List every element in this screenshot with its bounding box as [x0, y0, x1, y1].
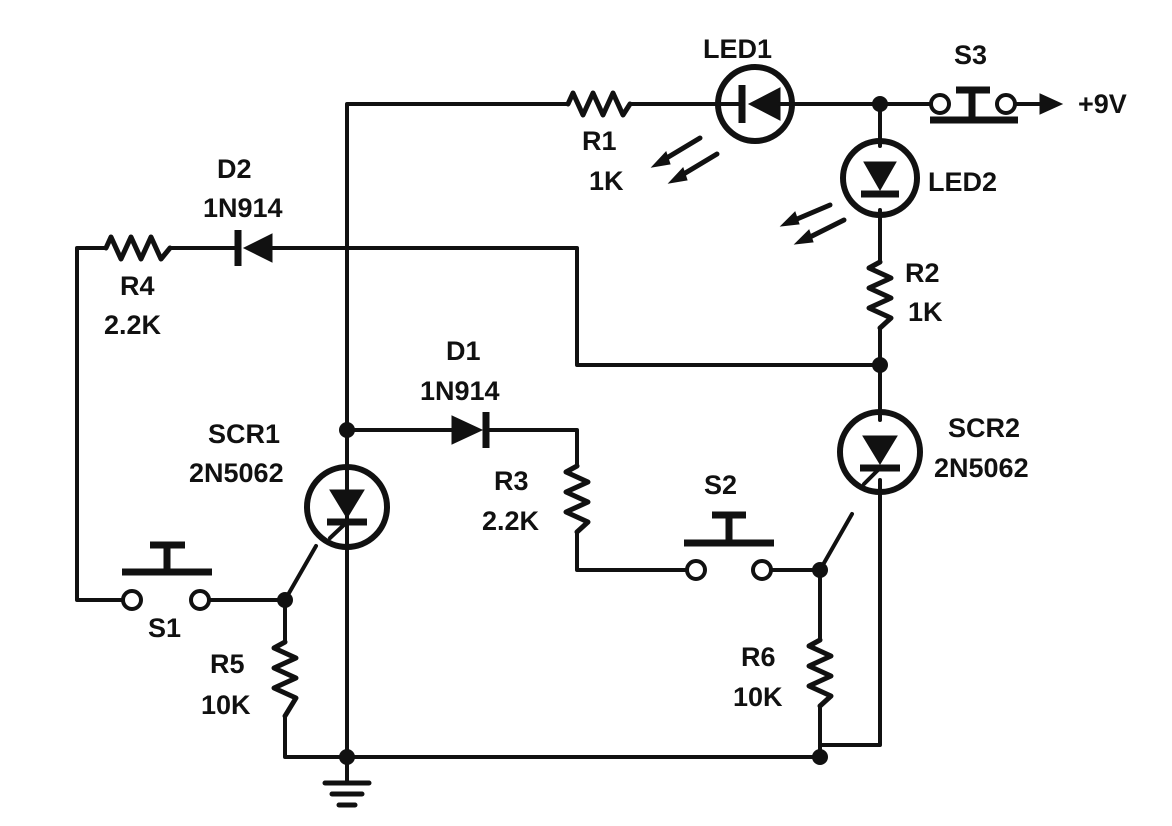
r6-value: 10K — [733, 682, 783, 712]
diode-d1 — [443, 412, 490, 448]
switch-s2 — [684, 511, 774, 581]
resistor-r2 — [866, 259, 894, 331]
d2-label: D2 — [217, 154, 252, 184]
led2 — [779, 138, 920, 245]
r4-value: 2.2K — [104, 310, 162, 340]
r4-label: R4 — [120, 271, 155, 301]
labels: +9V LED1 LED2 S3 S2 S1 R1 1K R2 1K R4 2.… — [104, 34, 1127, 720]
scr1-value: 2N5062 — [189, 458, 284, 488]
r6-label: R6 — [741, 642, 776, 672]
d1-label: D1 — [446, 336, 481, 366]
scr2 — [837, 409, 923, 495]
r1-value: 1K — [589, 166, 624, 196]
supply-arrow — [1039, 93, 1064, 115]
scr2-label: SCR2 — [948, 413, 1020, 443]
r5-label: R5 — [210, 649, 245, 679]
scr2-value: 2N5062 — [934, 453, 1029, 483]
s1-label: S1 — [148, 613, 181, 643]
r5-value: 10K — [201, 690, 251, 720]
d1-value: 1N914 — [420, 376, 500, 406]
r2-label: R2 — [905, 258, 940, 288]
resistor-r6 — [806, 637, 834, 709]
junction-dots — [277, 96, 888, 765]
r3-value: 2.2K — [482, 506, 540, 536]
r2-value: 1K — [908, 297, 943, 327]
ground-symbol — [322, 780, 372, 808]
scr1-label: SCR1 — [208, 419, 280, 449]
resistor-r3 — [563, 463, 591, 535]
led1 — [650, 64, 795, 184]
s2-label: S2 — [704, 470, 737, 500]
diode-d2 — [230, 230, 273, 266]
led2-label: LED2 — [928, 167, 997, 197]
scr1 — [304, 464, 390, 550]
resistor-r4 — [103, 234, 173, 262]
s3-label: S3 — [954, 40, 987, 70]
resistor-r1 — [565, 90, 633, 118]
led1-label: LED1 — [703, 34, 772, 64]
resistor-r5 — [271, 639, 299, 719]
r3-label: R3 — [494, 466, 529, 496]
switch-s1 — [121, 541, 212, 611]
supply-label: +9V — [1078, 89, 1127, 119]
d2-value: 1N914 — [203, 193, 283, 223]
led2-light-arrows — [779, 202, 847, 245]
led1-light-arrows — [650, 135, 720, 184]
switch-s3 — [929, 86, 1018, 124]
r1-label: R1 — [582, 126, 617, 156]
